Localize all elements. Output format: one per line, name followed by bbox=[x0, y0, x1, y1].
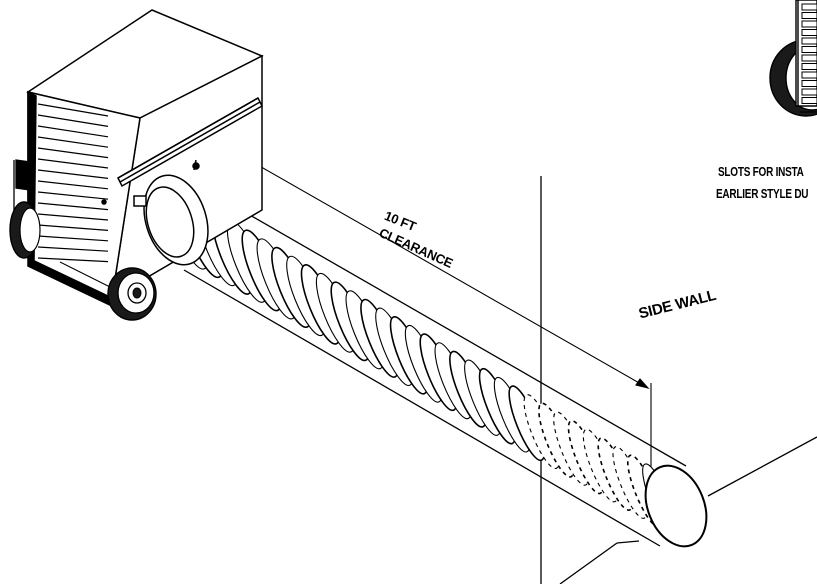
duct-upper-edge bbox=[195, 183, 687, 467]
heater-unit bbox=[26, 9, 264, 308]
louver-slat bbox=[37, 103, 109, 117]
slots-label-line2: EARLIER STYLE DU bbox=[716, 187, 809, 201]
slot bbox=[801, 46, 817, 53]
louver-slat bbox=[37, 180, 109, 190]
louver-slat bbox=[37, 169, 109, 179]
slot bbox=[801, 80, 817, 87]
louver-slat bbox=[37, 202, 109, 211]
side-wall bbox=[540, 176, 817, 584]
louver-slat bbox=[37, 246, 109, 252]
slots-label-line1: SLOTS FOR INSTA bbox=[718, 165, 804, 179]
louver-slat bbox=[37, 147, 109, 159]
duct-collar bbox=[133, 159, 209, 266]
slot bbox=[801, 88, 817, 96]
louver-slat bbox=[37, 257, 109, 263]
front-wheel bbox=[107, 267, 157, 321]
louver-slat bbox=[37, 213, 109, 221]
louver-slat bbox=[37, 125, 109, 138]
slot-rack bbox=[801, 3, 817, 104]
louver-slat bbox=[37, 224, 109, 231]
louver-slat bbox=[37, 136, 109, 148]
rear-wheel bbox=[9, 201, 41, 259]
louver-slat bbox=[37, 158, 109, 169]
front-louvers bbox=[37, 103, 109, 263]
flexible-duct bbox=[167, 183, 708, 548]
louver-slat bbox=[37, 114, 109, 127]
slot bbox=[801, 12, 817, 19]
slot bbox=[801, 54, 817, 62]
slot bbox=[801, 20, 817, 28]
slot bbox=[801, 29, 817, 36]
slot bbox=[801, 63, 817, 70]
slot bbox=[801, 71, 817, 79]
duct-lower-edge bbox=[183, 269, 661, 547]
slot bbox=[801, 3, 817, 11]
slot bbox=[801, 37, 817, 45]
louver-slat bbox=[37, 235, 109, 242]
louver-slat bbox=[37, 191, 109, 200]
duct-end-opening bbox=[644, 464, 708, 548]
slot bbox=[801, 97, 817, 104]
